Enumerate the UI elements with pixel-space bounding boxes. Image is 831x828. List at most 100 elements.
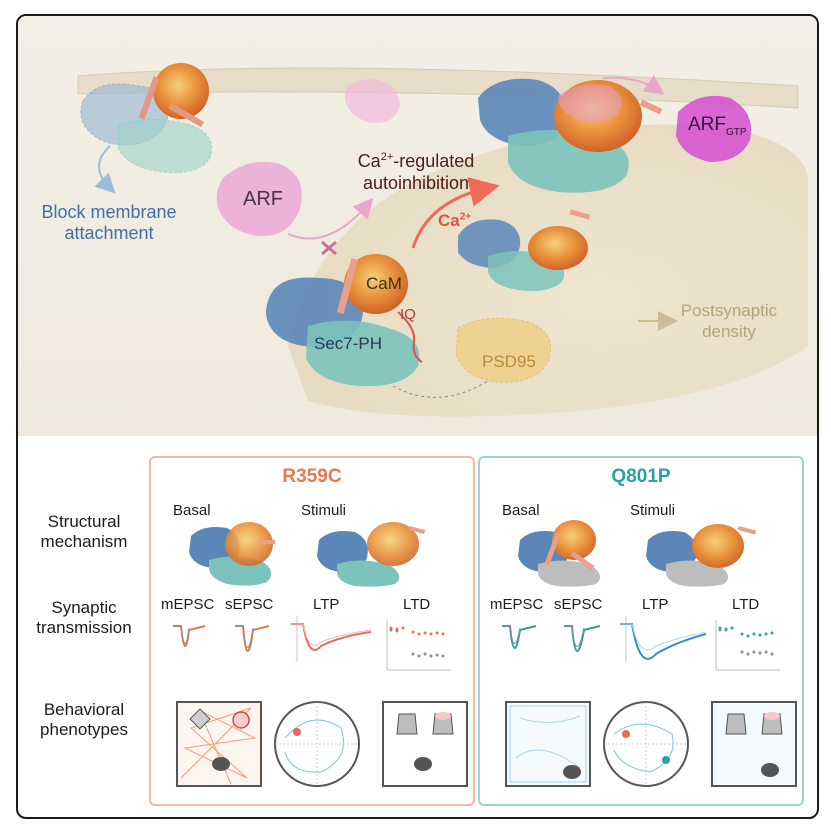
arf-gtp-base: ARF bbox=[688, 114, 726, 135]
inhibition-cross bbox=[321, 240, 337, 256]
arf-gtp-sub: GTP bbox=[726, 126, 747, 138]
model-illustration: Block membrane attachment ARF Ca2+-regul… bbox=[18, 16, 817, 436]
q801p-traces bbox=[502, 616, 780, 671]
r359c-ltd-points-wt bbox=[389, 628, 445, 658]
active-complex bbox=[478, 74, 665, 193]
synaptic-line2: transmission bbox=[36, 618, 132, 637]
panel-q801p: Q801P Basal Stimuli bbox=[478, 456, 804, 806]
complex-midright bbox=[458, 209, 591, 291]
structural-mechanism-label: Structural mechanism bbox=[26, 512, 142, 552]
sec7-ph-label: Sec7-PH bbox=[314, 334, 383, 353]
q801p-sepsc-trace-wt bbox=[564, 625, 585, 647]
q801p-structures bbox=[518, 520, 757, 587]
q801p-mepsc-trace-wt bbox=[502, 625, 521, 644]
r359c-mepsc-label: mEPSC bbox=[161, 596, 215, 613]
r359c-platform bbox=[293, 728, 301, 736]
behavioral-phenotypes-label: Behavioral phenotypes bbox=[26, 700, 142, 740]
synaptic-line1: Synaptic bbox=[51, 598, 117, 617]
r359c-stimuli-label: Stimuli bbox=[301, 502, 347, 519]
q801p-social-box bbox=[711, 701, 797, 787]
r359c-basal-label: Basal bbox=[173, 502, 211, 519]
psd95-protein bbox=[455, 317, 551, 383]
psd95-label: PSD95 bbox=[482, 352, 536, 371]
r359c-object-circle bbox=[232, 711, 250, 729]
block-membrane-label: Block membrane attachment bbox=[40, 202, 178, 244]
arf-free-faded bbox=[344, 78, 400, 123]
q801p-ltp-trace-wt bbox=[620, 623, 707, 651]
ca2-base: Ca bbox=[438, 211, 460, 230]
panel-r359c-title: R359C bbox=[282, 466, 342, 487]
r359c-traces bbox=[173, 616, 451, 671]
q801p-cup-1 bbox=[725, 713, 747, 735]
postsyn-line2: density bbox=[702, 322, 756, 341]
cam-label: CaM bbox=[366, 274, 402, 293]
q801p-mepsc-label: mEPSC bbox=[490, 596, 544, 613]
q801p-behavior bbox=[505, 701, 797, 787]
q801p-ltd-label: LTD bbox=[732, 596, 760, 613]
structural-line1: Structural bbox=[47, 512, 121, 531]
r359c-ltp-label: LTP bbox=[313, 596, 340, 613]
q801p-ltd-points-mut bbox=[718, 626, 774, 638]
iq-label: IQ bbox=[400, 306, 416, 323]
arf-gtp-label: ARFGTP bbox=[688, 114, 747, 138]
r359c-ltp-trace-wt bbox=[291, 623, 372, 646]
q801p-start-point bbox=[662, 756, 670, 764]
figure-frame: Block membrane attachment ARF Ca2+-regul… bbox=[16, 14, 819, 819]
q801p-ltp-label: LTP bbox=[642, 596, 669, 613]
postsyn-line1: Postsynaptic bbox=[680, 301, 778, 320]
ca2-label: Ca2+ bbox=[438, 211, 471, 231]
q801p-platform bbox=[622, 730, 630, 738]
r359c-ltp-trace bbox=[291, 623, 372, 651]
r359c-sepsc-label: sEPSC bbox=[225, 596, 274, 613]
ca-regulated-line: Ca2+-regulated bbox=[336, 146, 496, 172]
ca2-sup: 2+ bbox=[459, 211, 472, 223]
r359c-object-diamond bbox=[189, 708, 211, 730]
block-membrane-line2: attachment bbox=[64, 223, 154, 243]
ca-arrow bbox=[411, 177, 500, 249]
block-arrow bbox=[94, 145, 116, 194]
panel-r359c: R359C Basal Stimuli bbox=[149, 456, 475, 806]
arf-gtp-protein bbox=[676, 95, 752, 162]
q801p-basal-label: Basal bbox=[502, 502, 540, 519]
main-complex bbox=[266, 254, 489, 398]
r359c-cup-2-top bbox=[435, 712, 451, 720]
r359c-stimuli-structure bbox=[317, 522, 426, 587]
synaptic-transmission-label: Synaptic transmission bbox=[26, 598, 142, 638]
ca-regulated-base: Ca bbox=[357, 151, 381, 171]
q801p-sepsc-trace bbox=[564, 625, 601, 652]
model-svg bbox=[77, 63, 808, 417]
arf-label: ARF bbox=[243, 188, 283, 210]
r359c-mepsc-trace-wt bbox=[173, 625, 190, 644]
q801p-mouse-1 bbox=[563, 765, 581, 779]
q801p-basal-structure bbox=[518, 520, 601, 587]
arf-arrow bbox=[287, 197, 374, 240]
blocked-complex bbox=[80, 63, 213, 174]
r359c-mouse-2 bbox=[414, 757, 432, 771]
ca-regulated-label: Ca2+-regulated autoinhibition bbox=[336, 146, 496, 194]
structural-line2: mechanism bbox=[40, 532, 128, 551]
autoinhibition-line: autoinhibition bbox=[362, 173, 470, 193]
r359c-open-field bbox=[176, 701, 262, 787]
behavioral-line2: phenotypes bbox=[40, 720, 128, 739]
ca-regulated-sup: 2+ bbox=[380, 151, 394, 163]
r359c-mouse-1 bbox=[212, 757, 230, 771]
panel-q801p-title: Q801P bbox=[611, 466, 671, 487]
q801p-sepsc-label: sEPSC bbox=[554, 596, 603, 613]
r359c-cup-1 bbox=[396, 713, 418, 735]
r359c-social-box bbox=[382, 701, 468, 787]
r359c-structures bbox=[189, 522, 426, 587]
behavioral-line1: Behavioral bbox=[43, 700, 125, 719]
r359c-behavior bbox=[176, 701, 468, 787]
r359c-basal-structure bbox=[189, 522, 275, 586]
q801p-mouse-2 bbox=[761, 763, 779, 777]
q801p-ltd-points-wt bbox=[718, 628, 774, 656]
q801p-stimuli-label: Stimuli bbox=[630, 502, 676, 519]
r359c-sepsc-trace bbox=[235, 625, 270, 652]
q801p-cup-2-top bbox=[764, 712, 780, 720]
arf-protein bbox=[216, 161, 302, 237]
q801p-mepsc-trace bbox=[502, 625, 537, 649]
block-membrane-line1: Block membrane bbox=[41, 202, 177, 222]
r359c-sepsc-trace-wt bbox=[235, 625, 254, 648]
postsynaptic-density-label: Postsynaptic density bbox=[680, 300, 778, 342]
q801p-stimuli-structure bbox=[646, 524, 757, 587]
